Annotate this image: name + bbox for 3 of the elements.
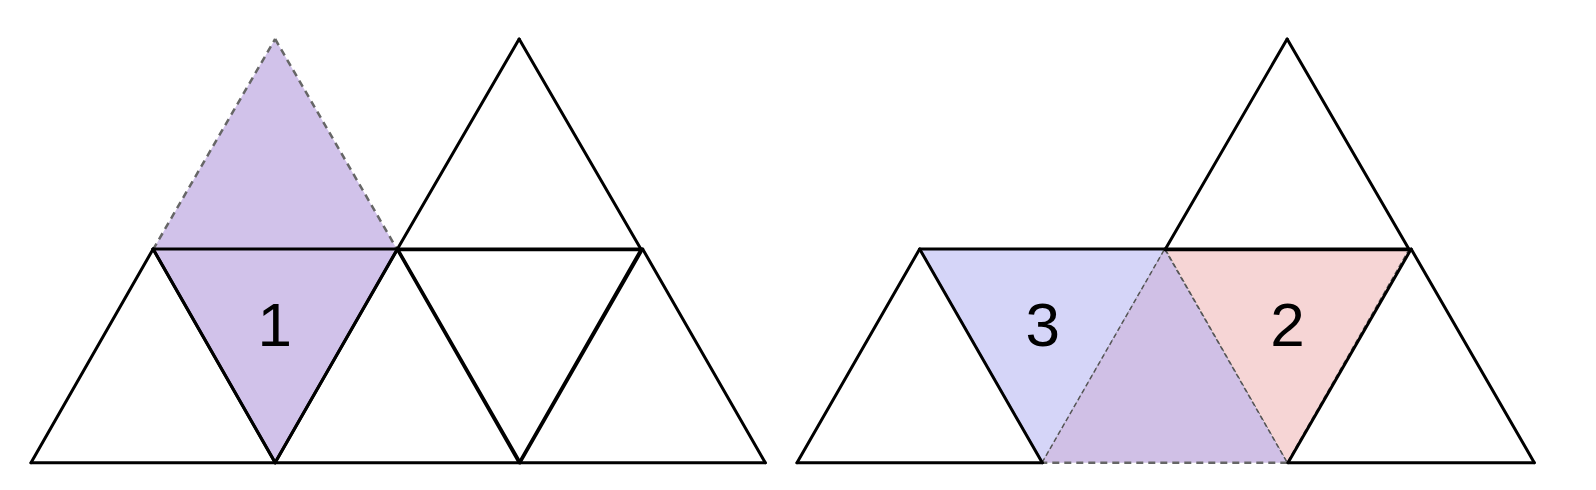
triangle-number: 1 xyxy=(257,293,293,356)
triangle-number: 3 xyxy=(1025,293,1060,356)
triangle-number: 2 xyxy=(1270,293,1305,356)
